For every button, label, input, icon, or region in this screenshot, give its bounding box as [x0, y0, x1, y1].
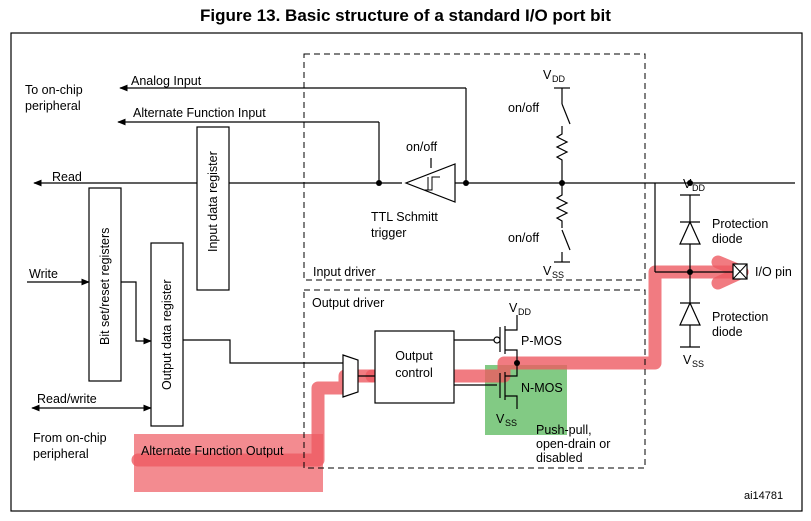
output-control-block — [374, 330, 455, 404]
pullup-onoff-label: on/off — [508, 101, 540, 115]
ttl-label-1: TTL Schmitt — [371, 210, 438, 224]
io-pin-cross — [732, 263, 748, 280]
diode-vdd-sub: DD — [692, 183, 705, 193]
push-pull-label-2: open-drain or — [536, 437, 610, 451]
bit-set-reset-register — [88, 187, 122, 382]
junction-dot — [376, 180, 382, 186]
schmitt-onoff-label: on/off — [406, 140, 438, 154]
output-mux — [342, 354, 359, 398]
pulldown-switch — [561, 229, 571, 251]
figure-ref: ai14781 — [744, 490, 783, 502]
analog-input-label: Analog Input — [131, 74, 202, 88]
output-driver-region — [303, 289, 646, 469]
write-label: Write — [29, 267, 58, 281]
nmos-vss-v: V — [496, 412, 505, 426]
nmos-drain-wire — [505, 363, 518, 377]
alt-func-input-label: Alternate Function Input — [133, 106, 266, 120]
to-onchip-label-1: To on-chip — [25, 83, 83, 97]
diode-vss-v: V — [683, 353, 692, 367]
pmos-vdd-v: V — [509, 301, 518, 315]
alt-func-output-label: Alternate Function Output — [141, 444, 284, 458]
figure-title: Figure 13. Basic structure of a standard… — [200, 6, 611, 25]
nmos-label: N-MOS — [521, 381, 563, 395]
output-driver-label: Output driver — [312, 296, 384, 310]
pulldown-vss-sub: SS — [552, 270, 564, 280]
schmitt-trigger-icon — [404, 163, 456, 203]
input-data-register — [196, 126, 230, 291]
input-driver-region — [303, 53, 646, 281]
output-data-register — [150, 242, 184, 427]
to-onchip-label-2: peripheral — [25, 99, 81, 113]
read-write-label: Read/write — [37, 392, 97, 406]
odr-to-mux-wire — [183, 339, 343, 364]
pulldown-onoff-label: on/off — [508, 231, 540, 245]
ttl-label-2: trigger — [371, 226, 406, 240]
protection-diode-lower-label-1: Protection — [712, 310, 768, 324]
protection-diode-upper-label-1: Protection — [712, 217, 768, 231]
nmos-vss-sub: SS — [505, 418, 517, 428]
pulldown-vss-v: V — [543, 264, 552, 278]
lower-protection-diode — [679, 301, 701, 326]
protection-diode-upper-label-2: diode — [712, 232, 743, 246]
pmos-source-wire — [505, 315, 518, 331]
output-control-label-1: Output — [395, 349, 433, 363]
pulldown-resistor — [555, 183, 569, 228]
from-onchip-label-2: peripheral — [33, 447, 89, 461]
diagram-frame — [10, 32, 803, 512]
from-onchip-label-1: From on-chip — [33, 431, 107, 445]
bit-set-reset-label: Bit set/reset registers — [98, 228, 112, 345]
push-pull-label-3: disabled — [536, 451, 583, 465]
diode-vss-sub: SS — [692, 359, 704, 369]
output-control-label-2: control — [395, 366, 433, 380]
read-label: Read — [52, 170, 82, 184]
input-driver-label: Input driver — [313, 265, 376, 279]
pullup-vdd-sub: DD — [552, 74, 565, 84]
push-pull-label-1: Push-pull, — [536, 423, 592, 437]
junction-dot — [514, 360, 520, 366]
pullup-resistor — [555, 126, 569, 183]
hysteresis-icon — [424, 176, 440, 191]
junction-dot — [687, 180, 693, 186]
pmos-vdd-sub: DD — [518, 307, 531, 317]
io-pin-label: I/O pin — [755, 265, 792, 279]
protection-diode-lower-label-2: diode — [712, 325, 743, 339]
bsr-to-odr-wire — [121, 281, 152, 345]
upper-protection-diode — [679, 220, 701, 245]
pmos-drain-wire — [505, 349, 518, 363]
pmos-label: P-MOS — [521, 334, 562, 348]
output-data-register-label: Output data register — [160, 280, 174, 390]
pmos-bubble — [493, 336, 501, 344]
input-data-register-label: Input data register — [206, 151, 220, 252]
nmos-source-wire — [505, 395, 518, 409]
pullup-vdd-v: V — [543, 68, 552, 82]
pullup-switch — [561, 103, 571, 125]
